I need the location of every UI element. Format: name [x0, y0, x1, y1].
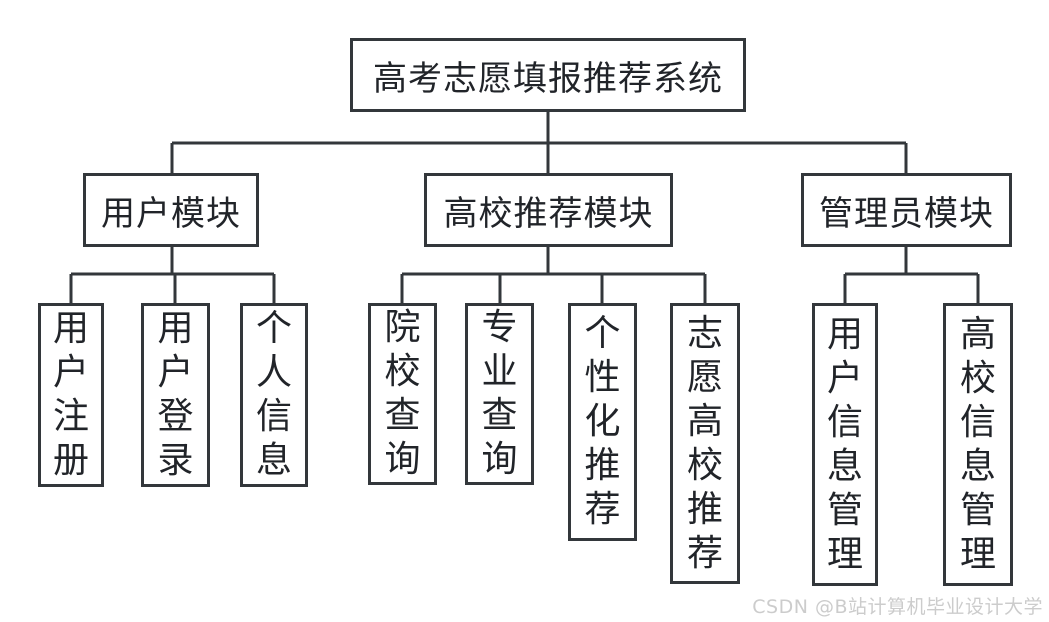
root-node-system-title: 高考志愿填报推荐系统 [350, 38, 746, 112]
leaf-label: 高校信息管理 [959, 313, 996, 575]
leaf-label: 用户信息管理 [826, 313, 863, 575]
leaf-label: 专业查询 [481, 307, 518, 480]
leaf-node-personal-info: 个人信息 [240, 303, 308, 487]
leaf-node-college-query: 院校查询 [368, 303, 437, 485]
leaf-label: 用户登录 [157, 308, 194, 481]
leaf-node-user-info-management: 用户信息管理 [812, 303, 878, 586]
leaf-label: 个人信息 [255, 308, 292, 481]
watermark-text: CSDN @B站计算机毕业设计大学 [752, 596, 1043, 618]
module-node-recommendation: 高校推荐模块 [424, 173, 673, 247]
leaf-label: 个性化推荐 [584, 313, 621, 530]
leaf-node-college-info-management: 高校信息管理 [943, 303, 1013, 586]
leaf-node-major-query: 专业查询 [465, 303, 534, 485]
leaf-node-user-login: 用户登录 [141, 303, 210, 487]
module-node-admin: 管理员模块 [801, 173, 1012, 247]
leaf-node-user-register: 用户注册 [38, 303, 104, 487]
module-node-user: 用户模块 [83, 173, 259, 247]
leaf-label: 用户注册 [52, 308, 89, 481]
leaf-node-volunteer-college-recommendation: 志愿高校推荐 [670, 303, 740, 584]
leaf-node-personalized-recommendation: 个性化推荐 [568, 303, 637, 541]
leaf-label: 志愿高校推荐 [686, 312, 723, 574]
leaf-label: 院校查询 [384, 307, 421, 480]
